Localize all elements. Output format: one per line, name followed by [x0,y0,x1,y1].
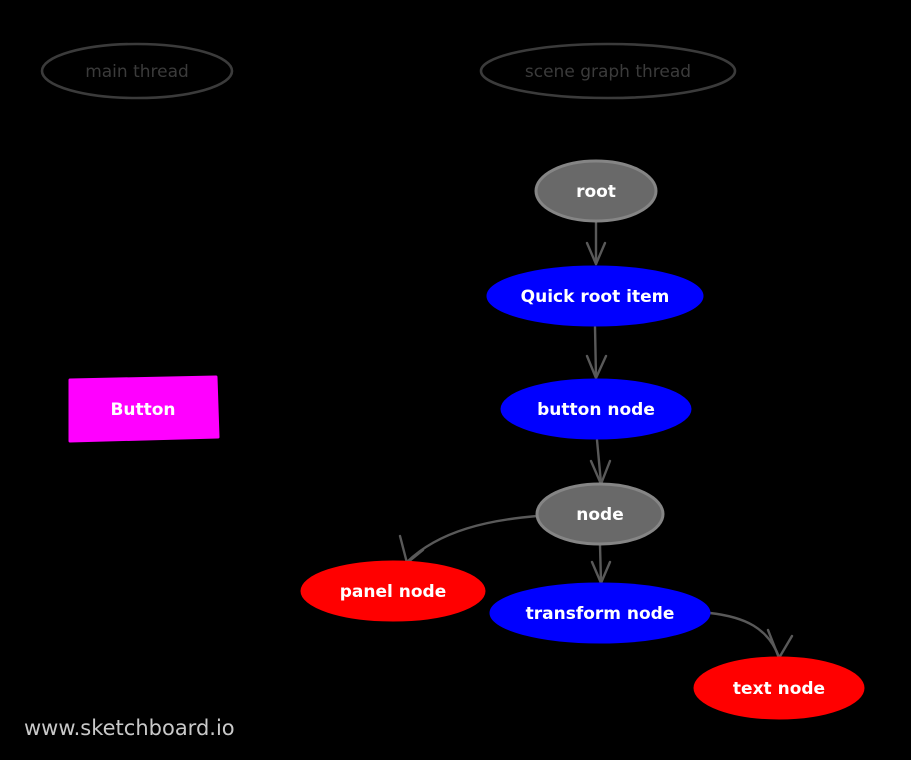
edge-line [593,325,598,379]
watermark-label: www.sketchboard.io [24,716,235,740]
node-shape-root [534,159,658,223]
edge-line [405,514,539,564]
edge-root-to-quick-root-item[interactable] [585,220,607,266]
thread-group-main-thread[interactable]: main thread [40,42,234,100]
node-label-text-node: text node [733,679,825,699]
edge-transform-node-to-text-node[interactable] [708,611,794,660]
edge-line [708,611,781,659]
node-shape-node [535,482,665,546]
node-shape-button-node [500,378,692,440]
node-node[interactable]: node [535,482,665,546]
edge-node-to-transform-node[interactable] [590,543,612,585]
node-shape-text-node [693,656,865,720]
node-shape-button [68,375,220,443]
node-label-quick-root-item: Quick root item [521,287,670,307]
node-label-button-node: button node [537,400,655,420]
node-label-panel-node: panel node [340,582,447,602]
watermark: www.sketchboard.io [24,716,235,740]
edge-line [595,438,603,485]
thread-groups-layer: main thread scene graph thread [40,42,737,100]
arrow-head-icon [585,241,607,266]
edge-line [598,543,603,584]
node-shape-quick-root-item [486,265,704,327]
thread-ellipse-scene-graph-thread [479,42,737,100]
node-quick-root-item[interactable]: Quick root item [486,265,704,327]
arrow-head-icon [398,534,425,565]
node-button-node[interactable]: button node [500,378,692,440]
thread-label-main-thread: main thread [85,62,189,82]
node-button[interactable]: Button [68,375,220,443]
node-shape-panel-node [300,560,486,622]
thread-label-scene-graph-thread: scene graph thread [525,62,691,82]
thread-group-scene-graph-thread[interactable]: scene graph thread [479,42,737,100]
arrow-head-icon [585,354,608,380]
node-label-button: Button [110,400,175,420]
node-transform-node[interactable]: transform node [489,582,711,644]
node-root[interactable]: root [534,159,658,223]
node-label-root: root [576,182,616,202]
node-label-node: node [576,505,623,525]
edge-node-to-panel-node[interactable] [398,514,539,565]
node-shape-transform-node [489,582,711,644]
edge-quick-root-item-to-button-node[interactable] [585,325,608,380]
edge-button-node-to-node[interactable] [589,438,612,486]
thread-ellipse-main-thread [40,42,234,100]
node-label-transform-node: transform node [526,604,675,624]
node-text-node[interactable]: text node [693,656,865,720]
node-panel-node[interactable]: panel node [300,560,486,622]
nodes-layer: root Quick root item button node node pa… [68,159,865,720]
